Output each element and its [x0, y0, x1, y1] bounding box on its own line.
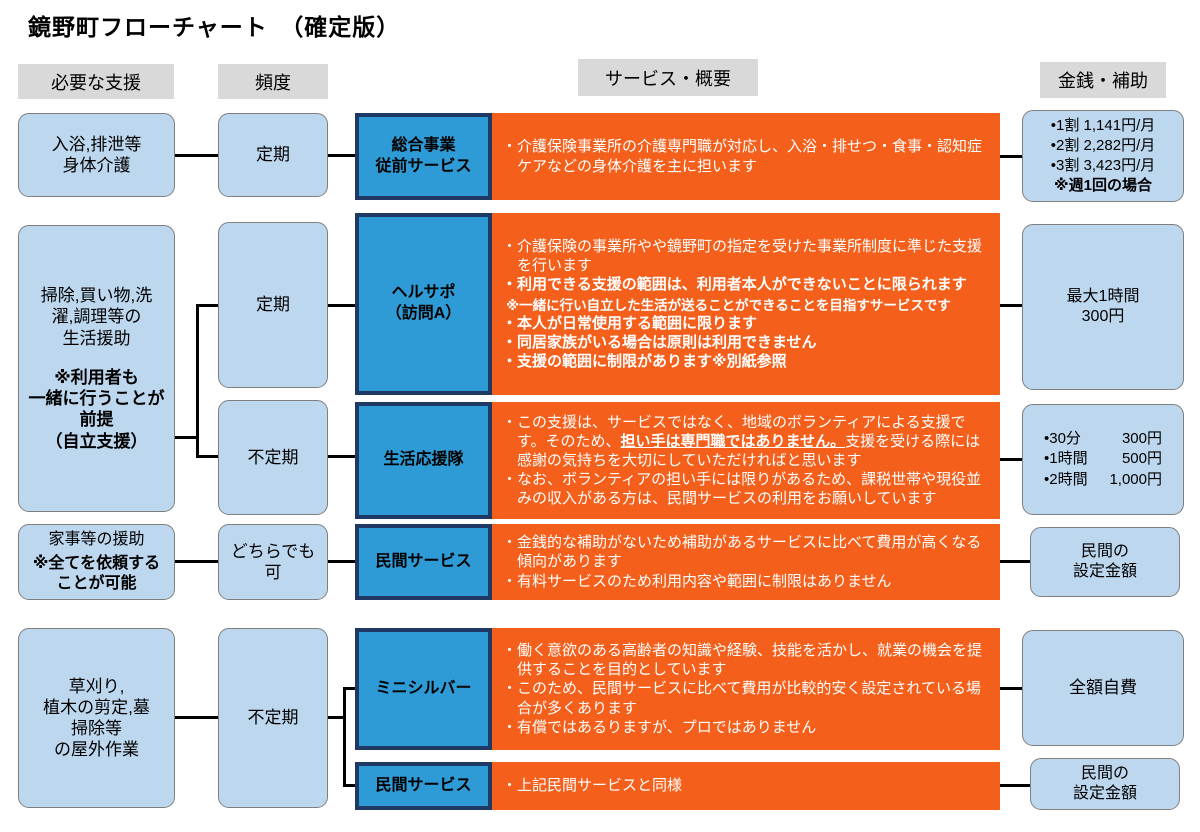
desc-line: ・上記民間サービスと同様 [502, 777, 683, 795]
connector-mini-silver-money [1000, 687, 1022, 690]
fee-price: 1,000円 [1109, 470, 1162, 488]
money-box-ouentai: •30分 300円 •1時間 500円 •2時間 1,000円 [1022, 404, 1184, 515]
connector-branch-private-2 [343, 784, 355, 787]
connector-row4-desc-money [1000, 560, 1030, 563]
desc-line: ・有償ではあるりますが、プロではありません [502, 718, 817, 736]
connector-group2-bracket [196, 304, 199, 458]
connector-helsapo-money [1000, 304, 1022, 307]
fee-row: •30分 300円 [1044, 429, 1162, 449]
desc-line: ・このため、民間サービスに比べて費用が比較的安く設定されている場合が多くあります [502, 680, 981, 717]
connector-regular-helsapo [328, 304, 355, 307]
service-box-private-1: 民間サービス [355, 524, 492, 600]
description-box-helsapo: ・介護保険の事業所やや鏡野町の指定を受けた事業所制度に準じた支援を行います ・利… [492, 213, 1000, 395]
fee-term: •30分 [1044, 430, 1081, 448]
desc-line: ・働く意欲のある高齢者の知識や経験、技能を活かし、就業の機会を提供することを目的… [502, 642, 983, 679]
connector-ouentai-money [1000, 458, 1022, 461]
description-box-ouentai: ・この支援は、サービスではなく、地域のボランティアによる支援です。そのため、担い… [492, 402, 1000, 519]
header-support: 必要な支援 [18, 64, 174, 99]
money-box-helsapo: 最大1時間 300円 [1022, 224, 1184, 390]
frequency-box-regular-1: 定期 [218, 113, 328, 197]
service-box-private-2: 民間サービス [355, 762, 492, 810]
connector-group2-stem [175, 436, 199, 439]
connector-row1-frequency-service [328, 154, 355, 157]
connector-irregular-ouentai [328, 455, 355, 458]
connector-row4-frequency-service [328, 560, 355, 563]
desc-segment-emphasis: 担い手は専門職ではありません。 [620, 432, 846, 450]
desc-segment: 支援を受ける際には感謝の気持ちを大切にしていただければと思います [517, 432, 981, 469]
support-box-housework: 掃除,買い物,洗 濯,調理等の 生活援助 ※利用者も 一緒に行うことが 前提 （… [18, 225, 175, 512]
desc-line: ・有料サービスのため利用内容や範囲に制限はありません [502, 572, 892, 590]
description-box-private-2: ・上記民間サービスと同様 [492, 762, 1000, 810]
desc-line: ・介護保険の事業所やや鏡野町の指定を受けた事業所制度に準じた支援を行います [502, 237, 983, 274]
connector-row1-support-frequency [175, 154, 218, 157]
money-box-sogo-jigyo: •1割 1,141円/月 •2割 2,282円/月 •3割 3,423円/月 ※… [1022, 110, 1184, 202]
fee-row: •1時間 500円 [1044, 449, 1162, 469]
frequency-box-either: どちらでも 可 [218, 524, 328, 600]
description-box-private-1: ・金銭的な補助がないため補助があるサービスに比べて費用が高くなる傾向があります … [492, 524, 1000, 600]
desc-line: ※一緒に行い自立した生活が送ることができることを目指すサービスです [506, 298, 951, 313]
connector-row4-support-frequency [175, 560, 218, 563]
desc-line: ・金銭的な補助がないため補助があるサービスに比べて費用が高くなる傾向があります [502, 534, 982, 571]
connector-row5-stem [328, 716, 345, 719]
page-title: 鏡野町フローチャート （確定版） [28, 14, 401, 40]
desc-line: ・この支援は、サービスではなく、地域のボランティアによる支援です。そのため、担い… [502, 413, 990, 470]
connector-branch-mini-silver [343, 687, 355, 690]
fee-row: •2時間 1,000円 [1044, 470, 1162, 490]
header-service: サービス・概要 [578, 59, 758, 96]
support-text: 掃除,買い物,洗 濯,調理等の 生活援助 [40, 286, 153, 348]
support-box-chores: 家事等の援助 ※全てを依頼する ことが可能 [18, 524, 175, 600]
desc-line: ・同居家族がいる場合は原則は利用できません [502, 334, 817, 352]
description-box-sogo-jigyo: ・介護保険事業所の介護専門職が対応し、入浴・排せつ・食事・認知症ケアなどの身体介… [492, 113, 1000, 200]
money-note: ※週1回の場合 [1054, 177, 1152, 195]
connector-row5-bracket [343, 687, 346, 786]
support-note: ※利用者も 一緒に行うことが 前提 （自立支援） [28, 367, 165, 451]
frequency-box-irregular-2: 不定期 [218, 628, 328, 808]
service-box-mini-silver: ミニシルバー [355, 628, 492, 750]
fee-price: 500円 [1121, 450, 1162, 468]
header-money: 金銭・補助 [1040, 62, 1166, 98]
desc-line: ・支援の範囲に制限があります※別紙参照 [502, 353, 787, 371]
fee-term: •2時間 [1044, 470, 1088, 488]
money-box-private-1: 民間の 設定金額 [1030, 527, 1180, 597]
support-note: ※全てを依頼する ことが可能 [32, 555, 161, 592]
header-frequency: 頻度 [218, 64, 328, 99]
support-box-outdoor: 草刈り, 植木の剪定,墓 掃除等 の屋外作業 [18, 628, 175, 808]
connector-row1-desc-money [1000, 155, 1022, 158]
frequency-box-regular-2: 定期 [218, 222, 328, 388]
money-lines: •1割 1,141円/月 •2割 2,282円/月 •3割 3,423円/月 [1050, 116, 1156, 175]
support-text: 家事等の援助 [48, 531, 145, 548]
connector-group2-branch-irregular [196, 455, 218, 458]
support-box-bathing: 入浴,排泄等 身体介護 [18, 113, 175, 197]
connector-group2-branch-regular [196, 304, 218, 307]
service-box-helsapo: ヘルサポ （訪問A） [355, 213, 492, 395]
desc-line: ・なお、ボランティアの担い手には限りがあるため、課税世帯や現役並みの収入がある方… [502, 471, 982, 508]
service-box-sogo-jigyo: 総合事業 従前サービス [355, 113, 492, 200]
desc-line: ・本人が日常使用する範囲に限ります [502, 315, 758, 332]
connector-private-2-money [1000, 784, 1030, 787]
desc-line: ・利用できる支援の範囲は、利用者本人ができないことに限られます [502, 275, 967, 293]
fee-term: •1時間 [1044, 450, 1088, 468]
desc-line: ・介護保険事業所の介護専門職が対応し、入浴・排せつ・食事・認知症ケアなどの身体介… [502, 138, 983, 175]
money-box-private-2: 民間の 設定金額 [1030, 758, 1180, 810]
fee-price: 300円 [1121, 430, 1162, 448]
desc-segment: ・この支援は、サービスではなく、地域のボランティアによる支援です。そのため、 [502, 413, 966, 450]
connector-row5-support-frequency [175, 716, 218, 719]
description-box-mini-silver: ・働く意欲のある高齢者の知識や経験、技能を活かし、就業の機会を提供することを目的… [492, 628, 1000, 750]
money-box-mini-silver: 全額自費 [1022, 630, 1184, 746]
frequency-box-irregular-1: 不定期 [218, 400, 328, 515]
service-box-ouentai: 生活応援隊 [355, 402, 492, 519]
